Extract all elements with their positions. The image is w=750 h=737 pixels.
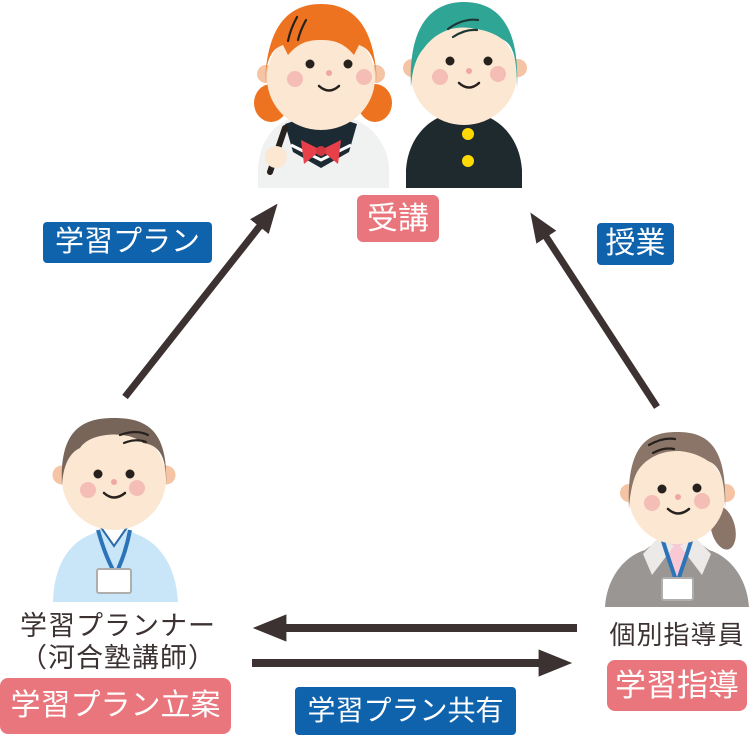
planner-name: 学習プランナー （河合塾講師） — [0, 611, 236, 675]
plan-drafting-badge: 学習プラン立案 — [0, 678, 231, 734]
instructor-illustration — [605, 432, 749, 607]
learning-guidance-badge: 学習指導 — [607, 660, 747, 711]
learning-plan-badge: 学習プラン — [43, 222, 212, 263]
planner-name-line1: 学習プランナー — [20, 611, 216, 641]
attend-badge: 受講 — [357, 195, 439, 242]
planner-name-line2: （河合塾講師） — [20, 642, 216, 673]
instructor-name: 個別指導員 — [609, 620, 745, 650]
male-student-illustration — [403, 2, 527, 188]
planner-illustration — [52, 418, 178, 602]
female-student-illustration — [254, 4, 392, 188]
lesson-badge: 授業 — [597, 223, 674, 265]
plan-share-badge: 学習プラン共有 — [295, 687, 516, 735]
